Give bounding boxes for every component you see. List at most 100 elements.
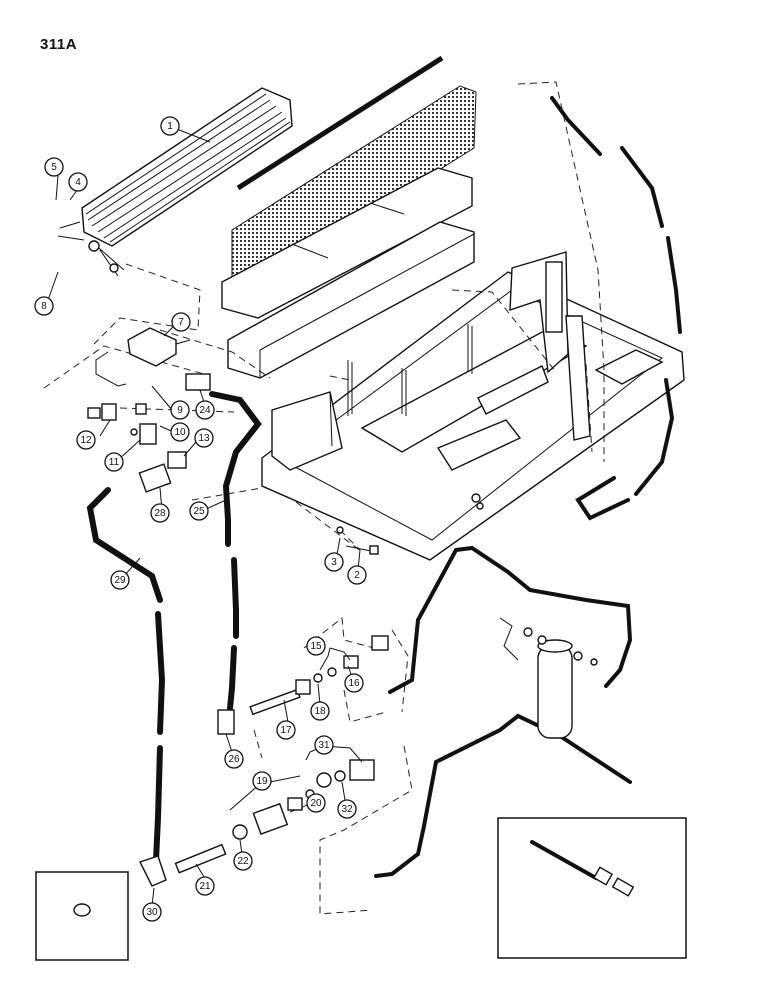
fitting-group-15 [217,635,389,735]
callout-circle [104,452,124,472]
callout-8: 8 [34,296,54,316]
callout-18: 18 [310,701,330,721]
callout-label: 18 [314,706,326,717]
callout-29: 29 [110,570,130,590]
callout-11: 11 [104,452,124,472]
drain-hose-right [550,96,682,521]
callout-28: 28 [150,503,170,523]
callout-label: 9 [177,405,183,416]
callout-label: 17 [280,725,292,736]
callout-circle [170,422,190,442]
callout-31: 31 [314,735,334,755]
callout-circle [310,701,330,721]
callout-circle [344,673,364,693]
callout-label: 29 [114,575,126,586]
callout-circle [34,296,54,316]
callout-circle [170,400,190,420]
callout-circle [306,636,326,656]
callout-9: 9 [170,400,190,420]
receiver-drier [499,617,598,739]
callout-label: 16 [348,678,360,689]
callout-label: 15 [310,641,322,652]
callout-10: 10 [170,422,190,442]
inset-detail-right [497,817,687,959]
callout-circle [337,799,357,819]
callout-26: 26 [224,749,244,769]
callout-label: 1 [167,121,173,132]
callout-circle [142,902,162,922]
inset-detail-left [35,871,129,961]
callout-circle [76,430,96,450]
callout-label: 21 [199,881,211,892]
fitting-cluster [87,373,211,493]
callout-2: 2 [347,565,367,585]
callout-circle [195,876,215,896]
callout-12: 12 [76,430,96,450]
callout-5: 5 [44,157,64,177]
callout-label: 24 [199,405,211,416]
callout-circle [314,735,334,755]
callout-label: 12 [80,435,92,446]
condenser-coil [57,87,293,277]
callout-circle [189,501,209,521]
callout-32: 32 [337,799,357,819]
callout-label: 32 [341,804,353,815]
hose-29 [86,487,166,863]
callout-circle [306,793,326,813]
callout-label: 11 [109,457,120,468]
callout-circle [347,565,367,585]
callout-circle [195,400,215,420]
callout-circle [160,116,180,136]
callout-label: 4 [75,177,81,188]
callout-label: 20 [310,798,322,809]
callout-30: 30 [142,902,162,922]
callout-label: 2 [354,570,360,581]
callout-label: 10 [174,427,186,438]
callout-label: 25 [193,506,205,517]
callout-24: 24 [195,400,215,420]
callout-circle [44,157,64,177]
base-pan [261,251,685,561]
page-title: 311A [40,36,78,53]
fitting-group-19 [139,759,375,887]
callout-circle [110,570,130,590]
callout-circle [150,503,170,523]
callout-label: 22 [237,856,249,867]
callout-label: 26 [228,754,240,765]
expansion-valve [95,327,191,387]
callout-label: 31 [318,740,330,751]
callout-label: 19 [256,776,268,787]
callout-circle [68,172,88,192]
callout-1: 1 [160,116,180,136]
callout-circle [194,428,214,448]
callout-circle [224,749,244,769]
callout-label: 5 [51,162,57,173]
assembly-guide-lines [43,81,605,915]
callout-7: 7 [171,312,191,332]
callout-15: 15 [306,636,326,656]
callout-13: 13 [194,428,214,448]
callout-label: 7 [178,317,184,328]
filter-frame [227,221,475,379]
seal-strip [236,55,444,191]
callout-19: 19 [252,771,272,791]
callout-circle [276,720,296,740]
callout-3: 3 [324,552,344,572]
callout-17: 17 [276,720,296,740]
callout-22: 22 [233,851,253,871]
callout-circle [252,771,272,791]
callout-25: 25 [189,501,209,521]
callout-4: 4 [68,172,88,192]
callout-circle [324,552,344,572]
callout-label: 3 [331,557,337,568]
callout-label: 8 [41,301,47,312]
callout-21: 21 [195,876,215,896]
hose-25 [209,391,262,711]
callout-label: 30 [146,907,158,918]
callout-circle [233,851,253,871]
callout-label: 28 [154,508,166,519]
callout-20: 20 [306,793,326,813]
callout-label: 13 [198,433,210,444]
